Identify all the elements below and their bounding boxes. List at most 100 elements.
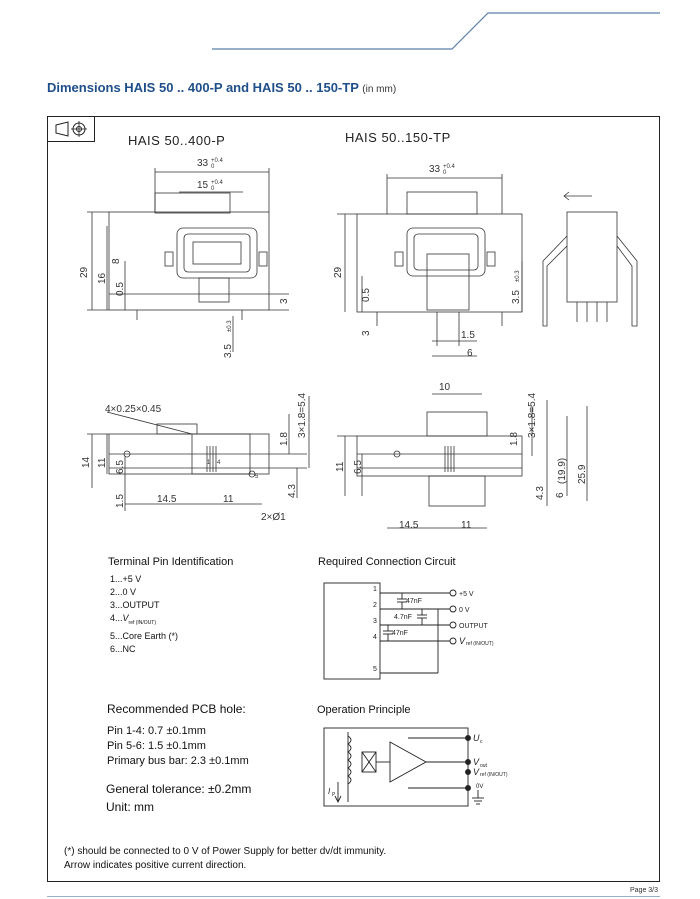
footer-divider: [47, 896, 660, 897]
projection-symbol-icon: [55, 121, 87, 137]
footnote: (*) should be connected to 0 V of Power …: [64, 845, 386, 873]
pcb-line-1: Pin 1-4: 0.7 ±0.1mm: [107, 725, 206, 737]
pin-label: OUTPUT: [122, 600, 160, 610]
op-vref: V: [473, 767, 480, 777]
pcb-line-2: Pin 5-6: 1.5 ±0.1mm: [107, 740, 206, 752]
dim-w10-right: 10: [439, 382, 451, 393]
pcb-list: Pin 1-4: 0.7 ±0.1mm Pin 5-6: 1.5 ±0.1mm …: [107, 724, 249, 769]
pin-label: NC: [122, 643, 136, 654]
circuit-title: Required Connection Circuit: [318, 556, 456, 568]
right-bottom-view: [337, 393, 588, 529]
pin-num: 5...: [110, 630, 123, 641]
dim-h25-9: 25.9: [577, 464, 588, 484]
operation-principle-diagram: U c V out V ref (IN/OUT) 0V I P: [323, 727, 508, 807]
dim-h1-5-left: 1.5: [115, 494, 126, 508]
terminal-pin-4: 4...Vref (IN/OUT): [110, 612, 178, 630]
dim-pitch-right: 3×1.8=5.4: [527, 393, 538, 438]
dimension-drawings: 33 15 33 29 16 0.5 8 3 3.5 29 0.5 3 3.5 …: [79, 158, 638, 531]
footnote-line-1: (*) should be connected to 0 V of Power …: [64, 846, 387, 857]
dim-h0-5-left: 0.5: [115, 282, 126, 296]
dim-h8-left: 8: [111, 258, 122, 264]
terminal-pin-5: 5...Core Earth (*): [110, 630, 178, 643]
op-uc: U: [473, 733, 480, 743]
dim-h4-3-left: 4.3: [287, 484, 298, 498]
op-vref-sub: ref (IN/OUT): [480, 772, 508, 778]
model-title-left: HAIS 50..400-P: [128, 133, 226, 148]
pin-label-4: 4: [217, 460, 221, 466]
dim-w6-right: 6: [467, 348, 473, 359]
dim-w33-right: 33: [429, 164, 441, 175]
pcb-title: Recommended PCB hole:: [107, 702, 246, 716]
pin-num: 1...: [110, 574, 123, 584]
dim-h11-left: 11: [97, 457, 108, 468]
tol-top-w33-right: +0.4: [443, 164, 456, 170]
tol-top-w15-left: +0.4: [211, 180, 224, 186]
dim-h19-9: (19.9): [557, 458, 568, 484]
circuit-pin-3: 3: [373, 618, 377, 625]
op-vout-sub: out: [480, 763, 488, 769]
page-title-text: Dimensions HAIS 50 .. 400-P and HAIS 50 …: [47, 80, 359, 95]
general-tolerance: General tolerance: ±0.2mm: [106, 782, 252, 796]
circuit-pin-1: 1: [373, 586, 377, 593]
dim-w1-5-right: 1.5: [461, 330, 475, 341]
dim-h3-right: 3: [361, 330, 372, 336]
pin-num: 6...: [110, 643, 123, 654]
circuit-out-0v: 0 V: [459, 607, 470, 614]
dim-h0-5-right: 0.5: [361, 288, 372, 302]
dim-h6-5-right: 6.5: [353, 460, 364, 474]
circuit-cap-3: 47nF: [392, 630, 408, 637]
op-ip-sub: P: [332, 792, 336, 798]
dim-w14-5-right: 14.5: [399, 520, 419, 531]
dim-h6-5-left: 6.5: [115, 460, 126, 474]
dim-h16-left: 16: [97, 272, 108, 284]
terminal-list: 1...+5 V 2...0 V 3...OUTPUT 4...Vref (IN…: [110, 573, 178, 656]
tol-h3-5-left: ±0.3: [227, 320, 233, 332]
right-front-view: [337, 174, 523, 357]
pin-label: Core Earth (*): [122, 630, 179, 641]
pcb-line-3: Primary bus bar: 2.3 ±0.1mm: [107, 755, 249, 767]
footnote-line-2: Arrow indicates positive current directi…: [64, 860, 247, 871]
terminal-pin-6: 6...NC: [110, 643, 178, 656]
circuit-out-output: OUTPUT: [459, 623, 489, 630]
page-title-unit: (in mm): [362, 84, 397, 95]
dim-h3-left: 3: [279, 298, 290, 304]
terminal-pin-3: 3...OUTPUT: [110, 599, 178, 612]
dim-w11-right: 11: [461, 520, 472, 531]
operation-title: Operation Principle: [317, 704, 411, 716]
tol-h3-5-right: ±0.3: [515, 270, 521, 282]
dim-h6-right: 6: [555, 492, 566, 498]
circuit-pin-4: 4: [373, 634, 377, 641]
dim-h4-3-right: 4.3: [535, 486, 546, 500]
tol-bot-w33-left: 0: [211, 164, 215, 170]
dim-w14-5-left: 14.5: [157, 494, 177, 505]
dim-w11-left: 11: [223, 494, 234, 505]
connection-circuit-diagram: 1 2 3 4 5 47nF 4.7nF 47nF +5 V 0 V OUTPU…: [323, 582, 494, 680]
terminal-pin-1: 1...+5 V: [110, 573, 178, 586]
projection-symbol-box: [47, 116, 95, 142]
pin-num: 4...: [110, 613, 123, 623]
circuit-pin-2: 2: [373, 602, 377, 609]
op-uc-sub: c: [480, 739, 483, 745]
page-title: Dimensions HAIS 50 .. 400-P and HAIS 50 …: [47, 80, 396, 95]
circuit-cap-1: 47nF: [406, 598, 422, 605]
dim-w33-left: 33: [197, 158, 209, 169]
model-title-right: HAIS 50..150-TP: [345, 130, 451, 145]
circuit-cap-2: 4.7nF: [394, 614, 412, 621]
op-zero: 0V: [476, 784, 483, 790]
pin-label: 0 V: [122, 587, 137, 597]
dim-h1-8-left: 1.8: [279, 432, 290, 446]
circuit-out-vref-sub: ref (IN/OUT): [466, 641, 494, 647]
op-vout: V: [473, 757, 480, 767]
dim-h3-5-left: 3.5: [223, 344, 234, 358]
circuit-pin-5: 5: [373, 666, 377, 673]
tol-top-w33-left: +0.4: [211, 158, 224, 164]
header-decoration: [212, 12, 660, 50]
dim-h14-left: 14: [81, 456, 92, 468]
dim-w15-left: 15: [197, 180, 209, 191]
dim-h11-right: 11: [335, 461, 346, 472]
pin-num: 2...: [110, 587, 123, 597]
right-side-view: [542, 191, 638, 327]
left-front-view: [87, 168, 289, 352]
pin-num: 3...: [110, 600, 123, 610]
circuit-out-vref: V: [459, 636, 466, 646]
